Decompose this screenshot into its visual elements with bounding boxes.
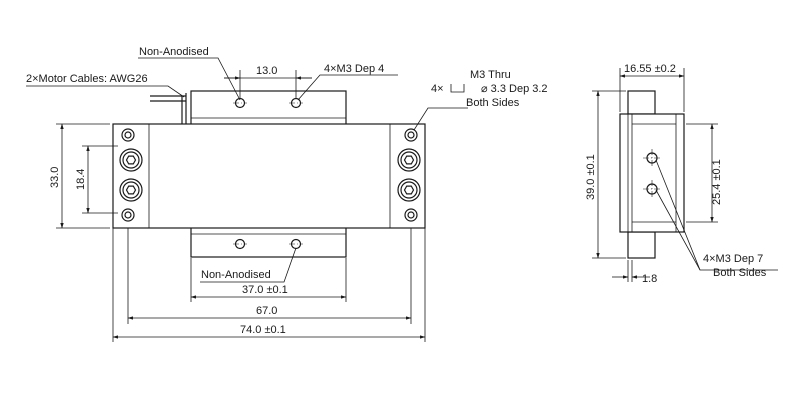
dim-base-width: 37.0 ±0.1 <box>242 284 288 296</box>
dim-side-height-inner: 25.4 ±0.1 <box>711 159 723 205</box>
side-holes <box>643 149 661 198</box>
label-m3-thru-line3: Both Sides <box>466 97 520 109</box>
main-body <box>112 123 426 229</box>
label-non-anodised-bottom: Non-Anodised <box>201 269 271 281</box>
label-m3-thru-line2: ⌀ 3.3 Dep 3.2 <box>481 83 548 95</box>
side-top-tab <box>627 90 656 115</box>
side-bottom-tab <box>627 231 656 259</box>
right-hex-screws <box>397 148 421 202</box>
dim-side-height-total: 39.0 ±0.1 <box>585 154 597 200</box>
side-body <box>619 113 685 233</box>
top-carriage-holes <box>233 97 303 109</box>
label-m3-thru-count: 4× <box>431 83 444 95</box>
dim-height-inner: 18.4 <box>75 169 87 190</box>
label-m3-dep4: 4×M3 Dep 4 <box>324 63 384 75</box>
front-leader-lines <box>26 57 468 283</box>
front-extension-lines <box>56 70 426 342</box>
left-mount-holes <box>121 128 135 222</box>
label-m3-dep7-line1: 4×M3 Dep 7 <box>703 253 763 265</box>
label-motor-cables: 2×Motor Cables: AWG26 <box>26 73 148 85</box>
dim-side-width: 16.55 ±0.2 <box>624 63 676 75</box>
top-carriage <box>190 90 347 126</box>
dim-hole-spacing: 13.0 <box>256 65 277 77</box>
right-mount-holes <box>404 128 418 222</box>
dim-mount-width: 67.0 <box>256 305 277 317</box>
dim-height-total: 33.0 <box>49 167 61 188</box>
counterbore-symbol <box>450 84 465 93</box>
label-m3-thru-line1: M3 Thru <box>470 69 511 81</box>
side-view: 16.55 ±0.2 39.0 ±0.1 25.4 ±0.1 1.8 4×M3 … <box>585 63 778 285</box>
label-m3-dep7-line2: Both Sides <box>713 267 767 279</box>
left-hex-screws <box>119 148 143 202</box>
bottom-carriage <box>190 226 347 258</box>
dim-side-lip: 1.8 <box>642 273 657 285</box>
motor-cables <box>150 93 187 124</box>
bottom-carriage-holes <box>233 238 303 250</box>
front-view: Non-Anodised 13.0 4×M3 Dep 4 2×Motor Cab… <box>26 46 548 342</box>
label-non-anodised-top: Non-Anodised <box>139 46 209 58</box>
dim-total-width: 74.0 ±0.1 <box>240 324 286 336</box>
